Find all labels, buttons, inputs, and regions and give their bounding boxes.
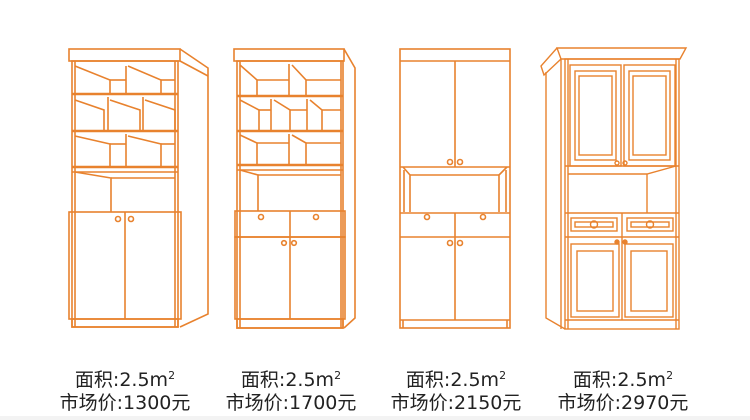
price-label: 市场价:2150元 xyxy=(390,392,522,414)
area-label: 面积:2.5m2 xyxy=(572,369,674,391)
bottom-strip xyxy=(0,416,750,420)
caption-4: 面积:2.5m2 市场价:2970元 xyxy=(548,364,698,415)
caption-3: 面积:2.5m2 市场价:2150元 xyxy=(381,364,531,415)
caption-2: 面积:2.5m2 市场价:1700元 xyxy=(216,364,366,415)
area-label: 面积:2.5m2 xyxy=(74,369,176,391)
area-label: 面积:2.5m2 xyxy=(405,369,507,391)
area-label: 面积:2.5m2 xyxy=(240,369,342,391)
caption-1: 面积:2.5m2 市场价:1300元 xyxy=(50,364,200,415)
price-label: 市场价:1300元 xyxy=(59,392,191,414)
price-label: 市场价:1700元 xyxy=(225,392,357,414)
price-label: 市场价:2970元 xyxy=(557,392,689,414)
